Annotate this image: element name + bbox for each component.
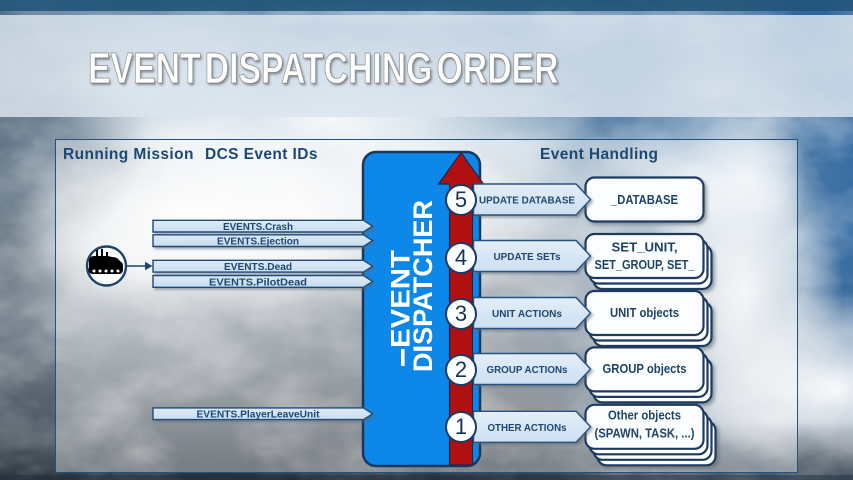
svg-text:3: 3: [455, 301, 467, 326]
svg-text:EVENTS.Crash: EVENTS.Crash: [223, 222, 293, 233]
svg-text:Other objects: Other objects: [608, 409, 681, 423]
svg-text:Event Handling: Event Handling: [540, 146, 658, 163]
svg-text:UPDATE SETs: UPDATE SETs: [494, 252, 561, 263]
svg-text:EVENTS.Ejection: EVENTS.Ejection: [217, 237, 299, 248]
svg-text:EVENT: EVENT: [386, 249, 416, 348]
svg-text:UNIT objects: UNIT objects: [610, 306, 679, 320]
svg-text:2: 2: [455, 357, 467, 382]
svg-text:SET_UNIT,: SET_UNIT,: [612, 241, 678, 255]
svg-text:EVENTS.PlayerLeaveUnit: EVENTS.PlayerLeaveUnit: [197, 410, 321, 421]
svg-text:4: 4: [455, 245, 467, 270]
svg-text:UPDATE DATABASE: UPDATE DATABASE: [479, 196, 575, 207]
svg-text:Running Mission: Running Mission: [63, 146, 194, 163]
svg-text:EVENTS.PilotDead: EVENTS.PilotDead: [209, 277, 307, 288]
svg-text:GROUP ACTIONs: GROUP ACTIONs: [487, 365, 568, 376]
svg-text:5: 5: [455, 187, 467, 212]
svg-text:_DATABASE: _DATABASE: [610, 193, 678, 207]
svg-text:GROUP objects: GROUP objects: [603, 362, 687, 376]
svg-text:UNIT ACTIONs: UNIT ACTIONs: [492, 309, 562, 320]
svg-text:SET_GROUP, SET_: SET_GROUP, SET_: [595, 258, 696, 272]
svg-text:1: 1: [455, 414, 467, 439]
svg-text:DCS Event IDs: DCS Event IDs: [205, 146, 318, 163]
svg-text:OTHER ACTIONs: OTHER ACTIONs: [488, 423, 567, 434]
svg-text:(SPAWN, TASK, ...): (SPAWN, TASK, ...): [595, 427, 695, 441]
svg-text:DISPATCHER: DISPATCHER: [408, 200, 438, 372]
svg-text:EVENTS.Dead: EVENTS.Dead: [224, 262, 292, 273]
